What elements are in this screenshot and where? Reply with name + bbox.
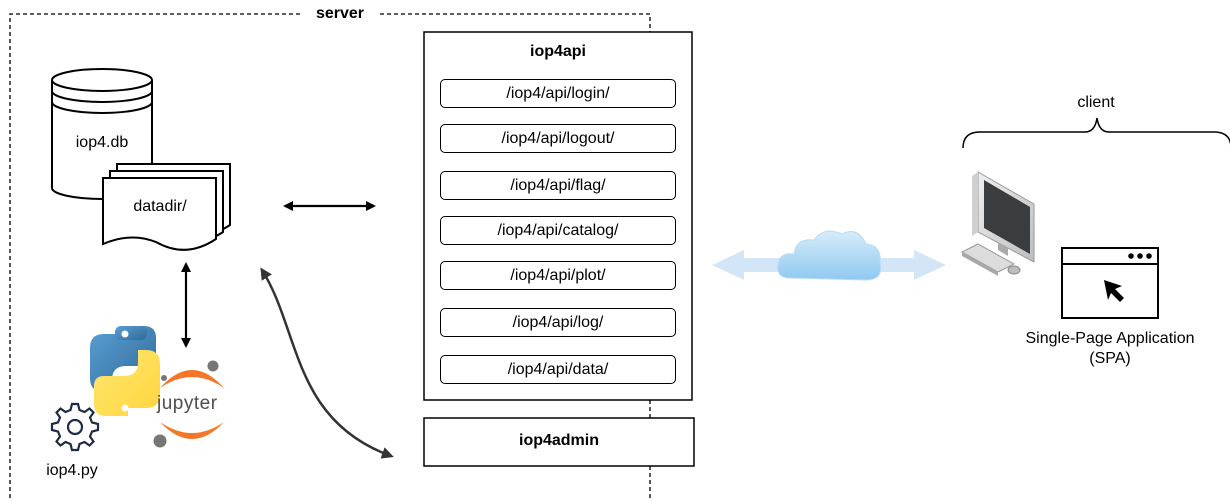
client-label: client (1077, 94, 1115, 111)
endpoint-logout: /iop4/api/logout/ (440, 124, 676, 153)
datadir-label: datadir/ (133, 198, 187, 215)
endpoint-login: /iop4/api/login/ (440, 79, 676, 108)
endpoint-flag: /iop4/api/flag/ (440, 171, 676, 200)
browser-window-icon (1061, 247, 1159, 319)
network-arrow-right (868, 250, 946, 280)
admin-container (423, 417, 695, 467)
spa-label-line2: (SPA) (1089, 350, 1131, 367)
endpoint-log: /iop4/api/log/ (440, 308, 676, 337)
api-title: iop4api (529, 43, 587, 60)
network-arrow-left (712, 250, 790, 280)
script-label: iop4.py (46, 462, 98, 479)
server-label: server (315, 5, 365, 22)
python-logo-icon (90, 326, 160, 416)
server-boundary (9, 13, 651, 499)
jupyter-wordmark: jupyter (157, 393, 218, 414)
documents-icon (102, 163, 231, 251)
spa-label-line1: Single-Page Application (1025, 330, 1195, 347)
cloud-icon (777, 230, 882, 281)
desktop-computer-icon (960, 171, 1035, 276)
endpoint-plot: /iop4/api/plot/ (440, 261, 676, 290)
cursor-icon (1104, 280, 1124, 302)
endpoint-data: /iop4/api/data/ (440, 355, 676, 384)
arrow-datadir-admin (260, 267, 394, 459)
admin-title: iop4admin (518, 432, 600, 449)
endpoint-catalog: /iop4/api/catalog/ (440, 216, 676, 245)
database-label: iop4.db (75, 134, 129, 151)
jupyter-logo-icon (153, 360, 224, 448)
client-brace (962, 117, 1230, 149)
gear-icon (50, 402, 100, 452)
